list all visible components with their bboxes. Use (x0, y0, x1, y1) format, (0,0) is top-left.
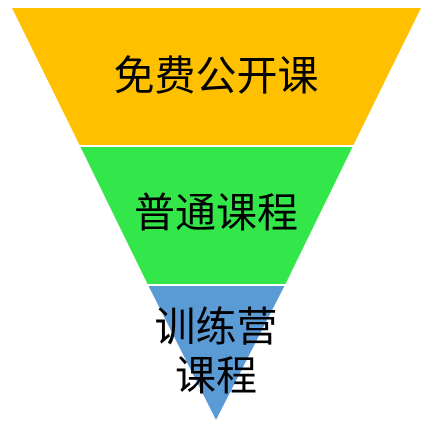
funnel-tier-1 (12, 8, 421, 146)
tier-2-label: 普通课程 (134, 189, 298, 237)
tier-3-label-line-1: 训练营 (155, 303, 278, 351)
tier-3-label-line-2: 课程 (175, 352, 257, 400)
funnel-tier-3 (148, 285, 285, 420)
tier-1-label: 免费公开课 (114, 52, 319, 100)
funnel-tier-2 (80, 146, 353, 285)
